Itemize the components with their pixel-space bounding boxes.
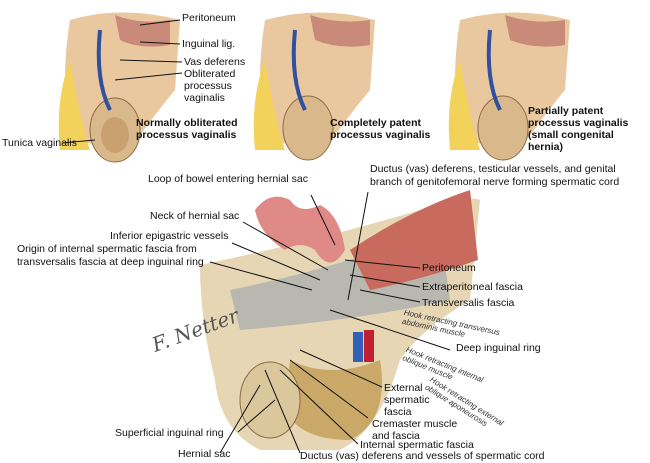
caption-partially-patent: Partially patent processus vaginalis (sm… bbox=[528, 105, 629, 153]
label-superficial-ring: Superficial inguinal ring bbox=[115, 427, 224, 439]
caption-normal: Normally obliterated processus vaginalis bbox=[136, 117, 238, 141]
panel-2-drawing bbox=[253, 12, 375, 161]
label-ductus-top: Ductus (vas) deferens, testicular vessel… bbox=[370, 163, 616, 175]
label-transversalis: Transversalis fascia bbox=[422, 297, 515, 309]
label-vas-deferens: Vas deferens bbox=[184, 56, 246, 68]
caption-completely-patent: Completely patent processus vaginalis bbox=[330, 117, 431, 141]
label-obliterated-processus: Obliterated processus vaginalis bbox=[184, 68, 236, 104]
label-extraperitoneal: Extraperitoneal fascia bbox=[422, 281, 523, 293]
label-ductus-top-2: branch of genitofemoral nerve forming sp… bbox=[370, 176, 620, 188]
main-dissection-drawing bbox=[200, 190, 480, 450]
label-tunica-vaginalis: Tunica vaginalis bbox=[2, 137, 77, 149]
leader-lines bbox=[61, 19, 451, 454]
label-loop-of-bowel: Loop of bowel entering hernial sac bbox=[148, 173, 308, 185]
label-peritoneum: Peritoneum bbox=[422, 262, 476, 274]
panel-3-drawing bbox=[448, 12, 570, 161]
label-hernial-sac: Hernial sac bbox=[178, 448, 231, 460]
label-ductus-bottom: Ductus (vas) deferens and vessels of spe… bbox=[300, 450, 545, 462]
label-inguinal-lig: Inguinal lig. bbox=[182, 38, 236, 50]
label-internal-spermatic-fascia: Internal spermatic fascia bbox=[360, 439, 474, 451]
panel-1-drawing bbox=[58, 12, 180, 163]
label-origin-1: Origin of internal spermatic fascia from bbox=[17, 243, 197, 255]
label-peritoneum-top: Peritoneum bbox=[182, 12, 236, 24]
label-deep-inguinal-ring: Deep inguinal ring bbox=[456, 342, 541, 354]
label-inferior-epigastric: Inferior epigastric vessels bbox=[110, 230, 229, 242]
label-origin-2: transversalis fascia at deep inguinal ri… bbox=[17, 256, 204, 268]
label-neck-hernial-sac: Neck of hernial sac bbox=[150, 210, 240, 222]
